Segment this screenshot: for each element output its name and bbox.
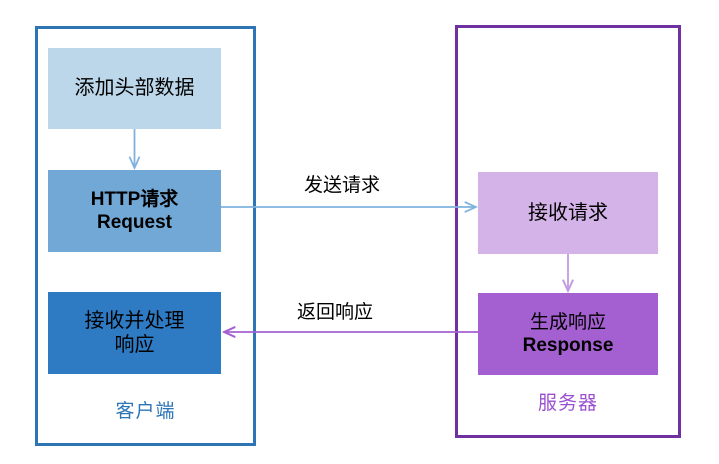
node-http-request-label-line1: HTTP请求 [90,188,179,210]
server-lane-label: 服务器 [537,393,598,414]
client-lane-label: 客户端 [115,401,176,422]
node-receive-request-label: 接收请求 [528,201,608,224]
node-add-header-label: 添加头部数据 [74,77,195,100]
node-generate-response-label-line2: Response [522,335,614,356]
node-generate-response[interactable]: 生成响应 Response [478,293,658,375]
node-receive-response-label-line2: 响应 [114,334,155,356]
node-receive-response-label-line1: 接收并处理 [84,309,185,332]
edge-label-send-request: 发送请求 [304,175,381,196]
server-lane-container: 服务器 [455,25,681,438]
node-receive-and-process-response[interactable]: 接收并处理 响应 [48,292,221,374]
node-generate-response-label-line1: 生成响应 [529,311,606,333]
edge-label-return-response: 返回响应 [297,302,374,323]
client-lane-container: 客户端 [35,26,256,446]
node-add-header-data[interactable]: 添加头部数据 [48,48,221,129]
node-receive-request[interactable]: 接收请求 [478,172,658,254]
node-http-request[interactable]: HTTP请求 Request [48,170,221,252]
node-http-request-label-line2: Request [97,212,172,233]
